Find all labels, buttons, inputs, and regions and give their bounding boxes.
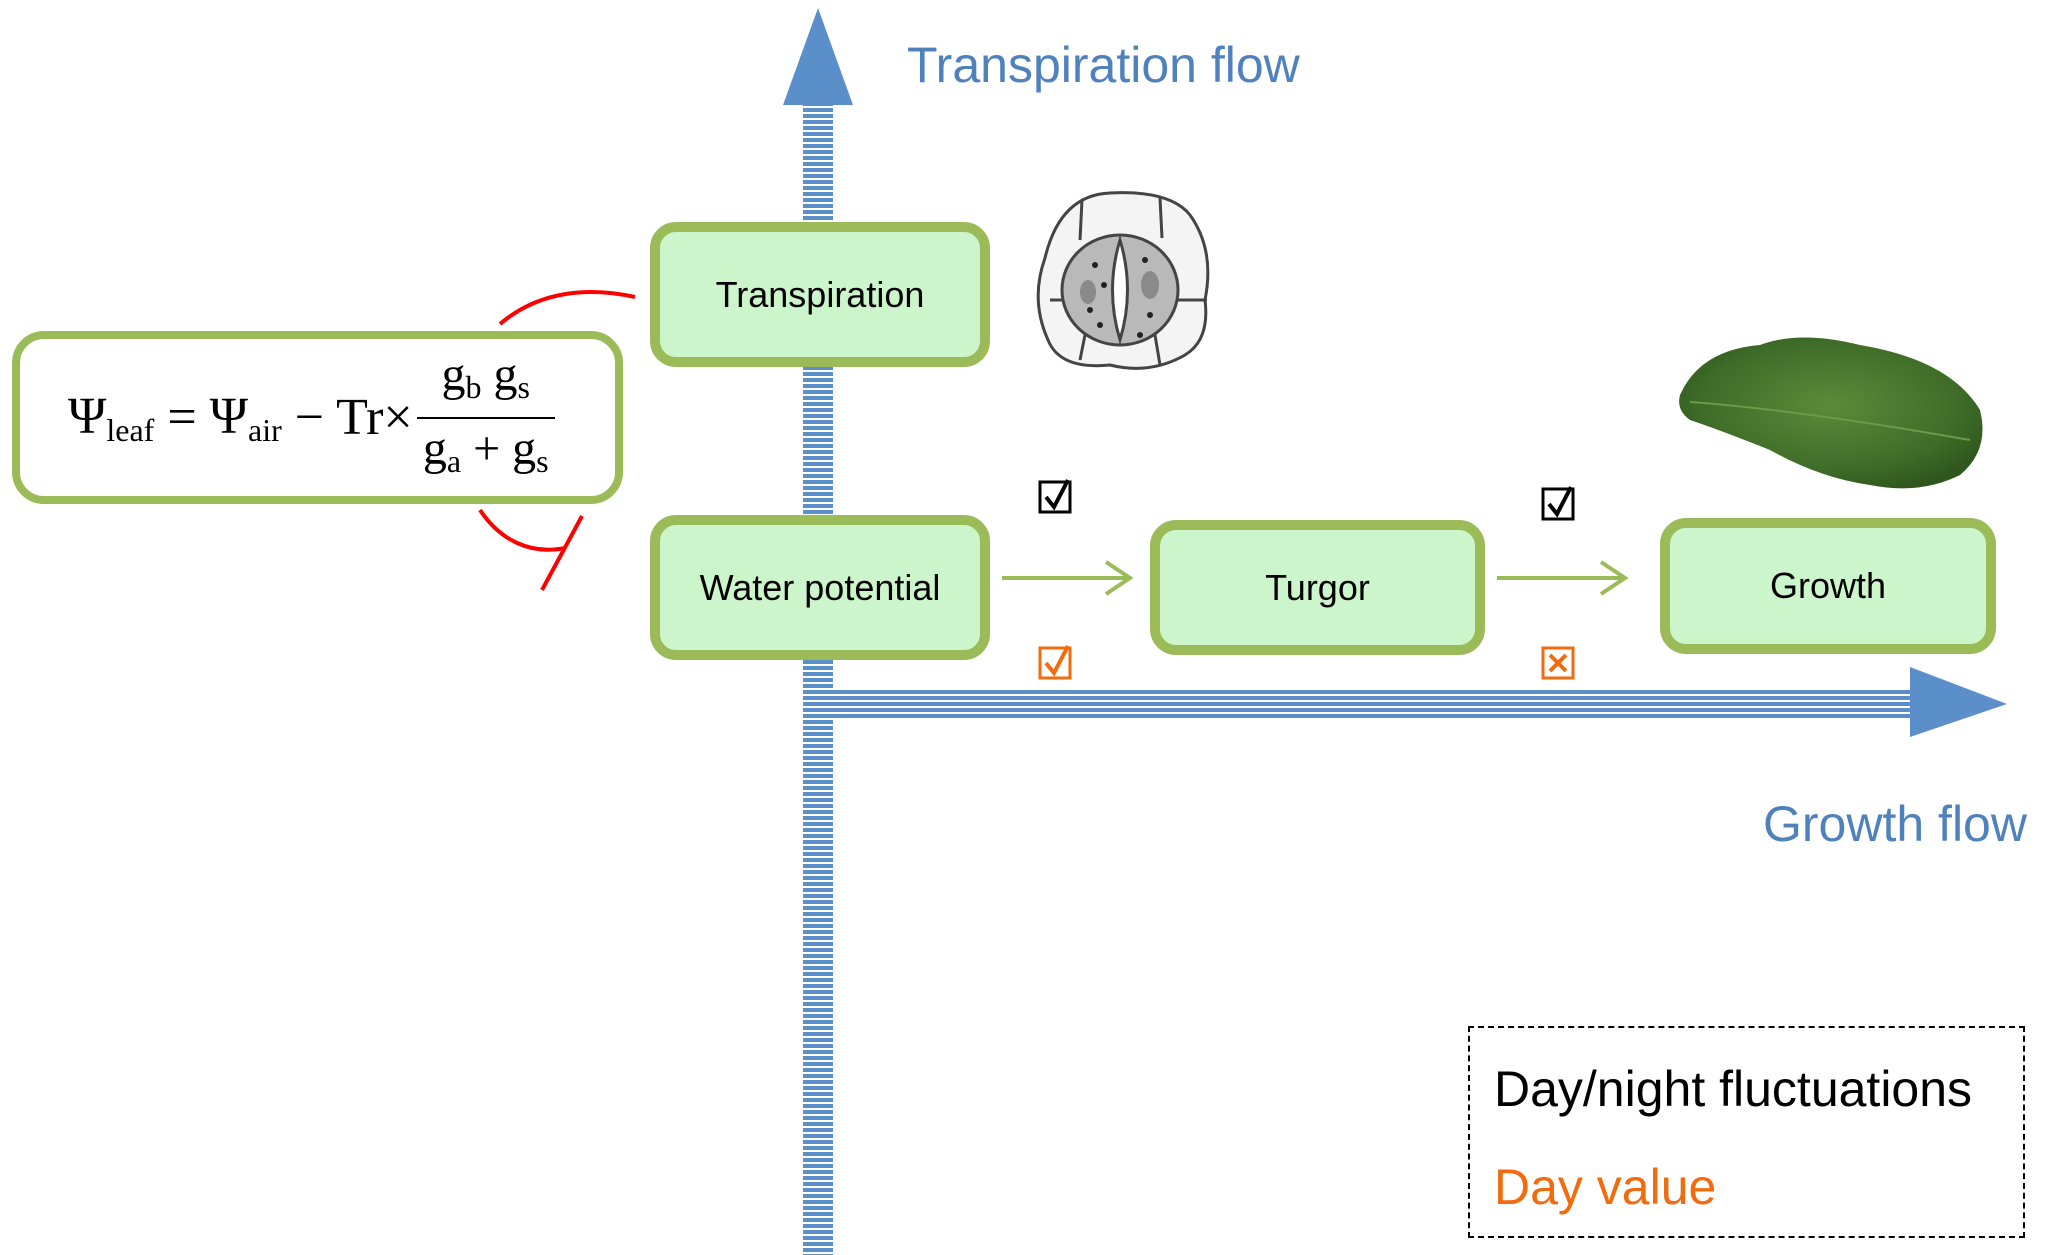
formula-psi-air: Ψair [209, 387, 282, 448]
growth-flow-axis [818, 667, 2007, 737]
arrow-turgor-to-growth [1497, 560, 1629, 596]
leaf-water-potential-formula: Ψleaf = Ψair − Tr× gb gs ga + gs [12, 331, 623, 504]
formula-equals: = [154, 389, 210, 446]
legend: Day/night fluctuations Day value [1468, 1026, 2025, 1238]
transpiration-label: Transpiration [715, 273, 925, 315]
leaf-photo [1679, 337, 1983, 489]
legend-day-night: Day/night fluctuations [1494, 1061, 1973, 1117]
formula-expression: Ψleaf = Ψair − Tr× gb gs ga + gs [68, 339, 555, 496]
checkbox-checked-icon [1541, 486, 1575, 521]
growth-label: Growth [1769, 565, 1887, 606]
red-connector-top [498, 289, 636, 326]
transpiration-box: Transpiration [650, 222, 990, 367]
turgor-label: Turgor [1265, 566, 1370, 608]
red-inhibition-arrow [478, 508, 584, 591]
formula-numerator: gb gs [441, 347, 530, 405]
formula-fraction: gb gs ga + gs [416, 347, 555, 489]
water-potential-box: Water potential [650, 515, 990, 660]
formula-psi-leaf: Ψleaf [68, 387, 155, 448]
legend-day-value: Day value [1494, 1159, 1717, 1215]
turgor-box: Turgor [1150, 520, 1485, 655]
checkbox-checked-icon [1038, 479, 1072, 514]
growth-flow-label: Growth flow [1763, 796, 2027, 852]
fraction-bar [416, 416, 555, 419]
checkbox-crossed-icon [1541, 646, 1575, 680]
stomata-illustration [1036, 191, 1210, 370]
arrow-water-to-turgor [1002, 560, 1134, 596]
checkbox-checked-icon [1038, 645, 1072, 680]
formula-minus-tr: − Tr× [281, 389, 413, 446]
transpiration-flow-label: Transpiration flow [907, 37, 1300, 93]
water-potential-label: Water potential [699, 566, 941, 608]
growth-box: Growth [1660, 518, 1996, 654]
formula-denominator: ga + gs [422, 421, 549, 479]
